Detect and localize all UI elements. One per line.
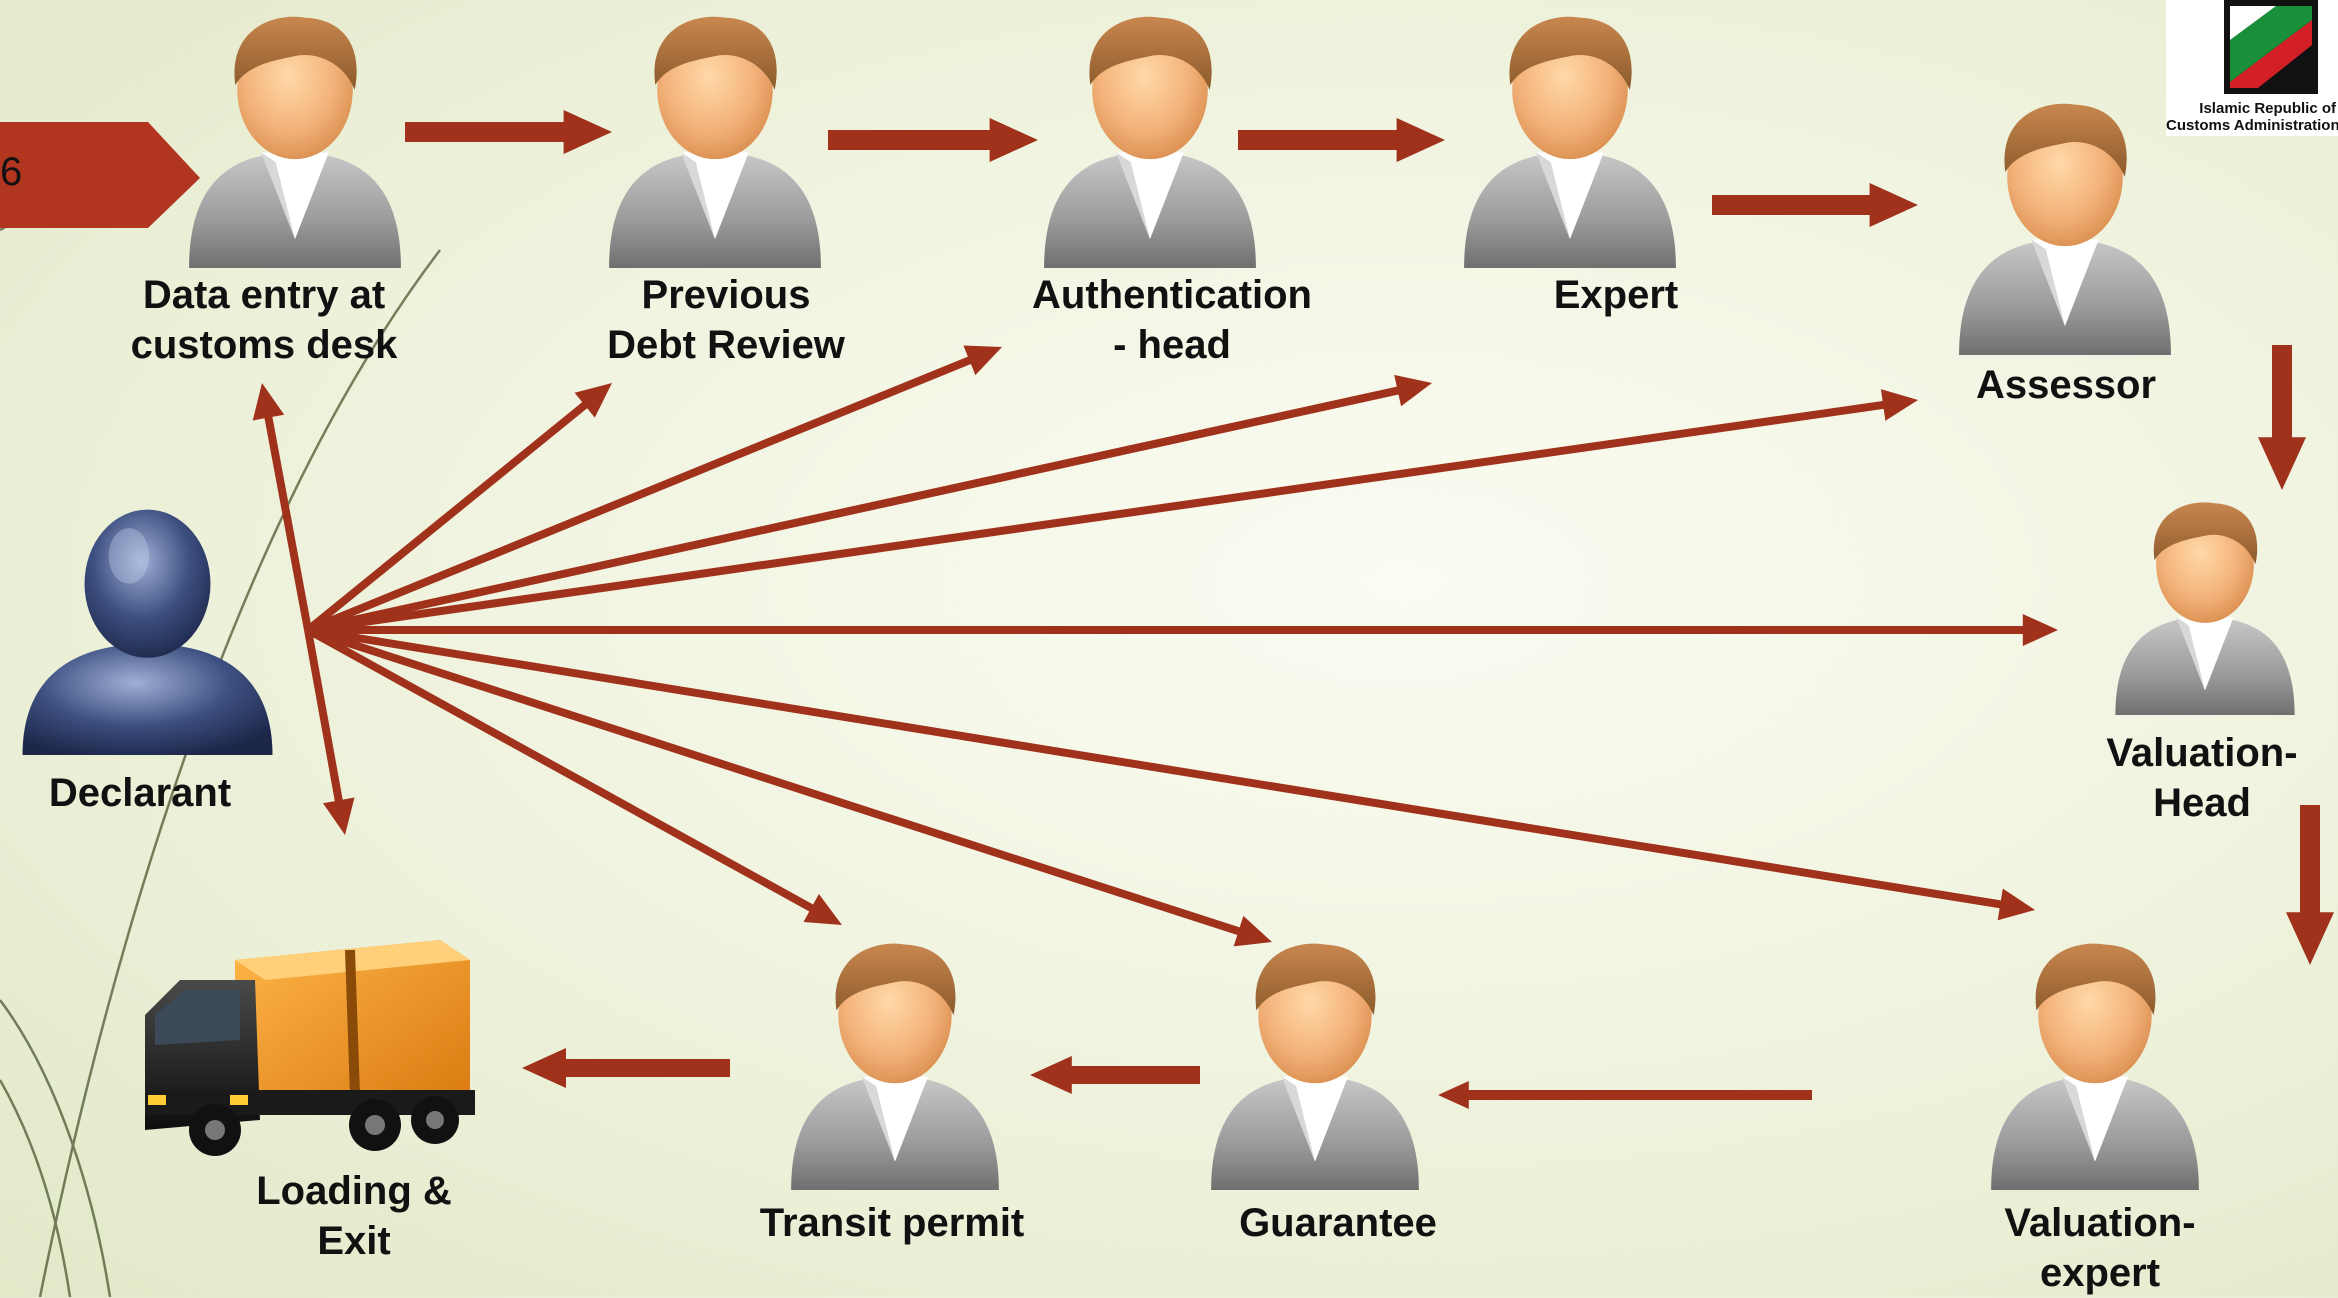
arrow-declarant-to-valuation-head — [308, 614, 2058, 646]
declarant-user-icon — [22, 509, 273, 755]
authentication-user-icon — [1044, 16, 1256, 268]
customs-emblem-icon — [2224, 0, 2318, 94]
arrow-transit-permit-to-loading — [522, 1048, 730, 1088]
arrow-previous-debt-to-authentication — [828, 118, 1038, 162]
arrow-data-entry-to-previous-debt — [405, 110, 612, 154]
transit-permit-label: Transit permit — [759, 1201, 1025, 1245]
valuation-head-user-icon — [2115, 502, 2295, 715]
guarantee-label: Guarantee — [1239, 1201, 1437, 1245]
arrow-declarant-to-authentication — [306, 345, 1002, 634]
assessor-user-icon — [1959, 103, 2171, 355]
slide-number-tab — [0, 122, 200, 228]
arrow-valuation-expert-to-guarantee — [1438, 1081, 1812, 1109]
arrow-expert-to-assessor — [1712, 183, 1918, 227]
arrow-declarant-to-assessor — [307, 389, 1918, 634]
loading-exit-label: Loading & Exit — [256, 1169, 452, 1263]
guarantee-user-icon — [1211, 943, 1419, 1190]
valuation-expert-label: Valuation- expert — [2004, 1201, 2196, 1295]
valuation-head-label: Valuation- Head — [2106, 731, 2298, 825]
authentication-head-label: Authentication - head — [1032, 273, 1312, 367]
arrow-declarant-to-data-entry — [252, 383, 312, 631]
declarant-label: Declarant — [48, 771, 232, 815]
arrow-declarant-to-valuation-expert — [307, 626, 2035, 921]
arrow-declarant-to-guarantee — [306, 626, 1272, 947]
arrow-declarant-to-transit-permit — [306, 626, 843, 925]
expert-user-icon — [1464, 16, 1676, 268]
data-entry-user-icon — [189, 16, 401, 268]
customs-logo: Islamic Republic of Customs Administrati… — [2166, 0, 2338, 136]
arrow-declarant-to-expert — [307, 374, 1433, 634]
previous-debt-review-label: Previous Debt Review — [607, 273, 845, 367]
arrow-declarant-to-loading — [304, 629, 355, 835]
arrow-guarantee-to-transit-permit — [1030, 1056, 1200, 1094]
expert-label: Expert — [1553, 273, 1679, 317]
slide-number: 6 — [0, 150, 23, 194]
arrows — [252, 110, 2334, 1109]
valuation-expert-user-icon — [1991, 943, 2199, 1190]
logo-text-line1: Islamic Republic of — [2199, 100, 2336, 117]
assessor-label: Assessor — [1975, 363, 2157, 407]
arrow-assessor-to-valuation-head — [2258, 345, 2306, 490]
truck-icon — [145, 940, 475, 1156]
arrow-declarant-to-previous-debt — [305, 383, 612, 634]
logo-text-line2: Customs Administration — [2166, 117, 2338, 134]
transit-permit-user-icon — [791, 943, 999, 1190]
arrow-authentication-to-expert — [1238, 118, 1445, 162]
data-entry-label: Data entry at customs desk — [130, 273, 398, 367]
arrow-valuation-head-to-valuation-expert — [2286, 805, 2334, 965]
previous-debt-user-icon — [609, 16, 821, 268]
